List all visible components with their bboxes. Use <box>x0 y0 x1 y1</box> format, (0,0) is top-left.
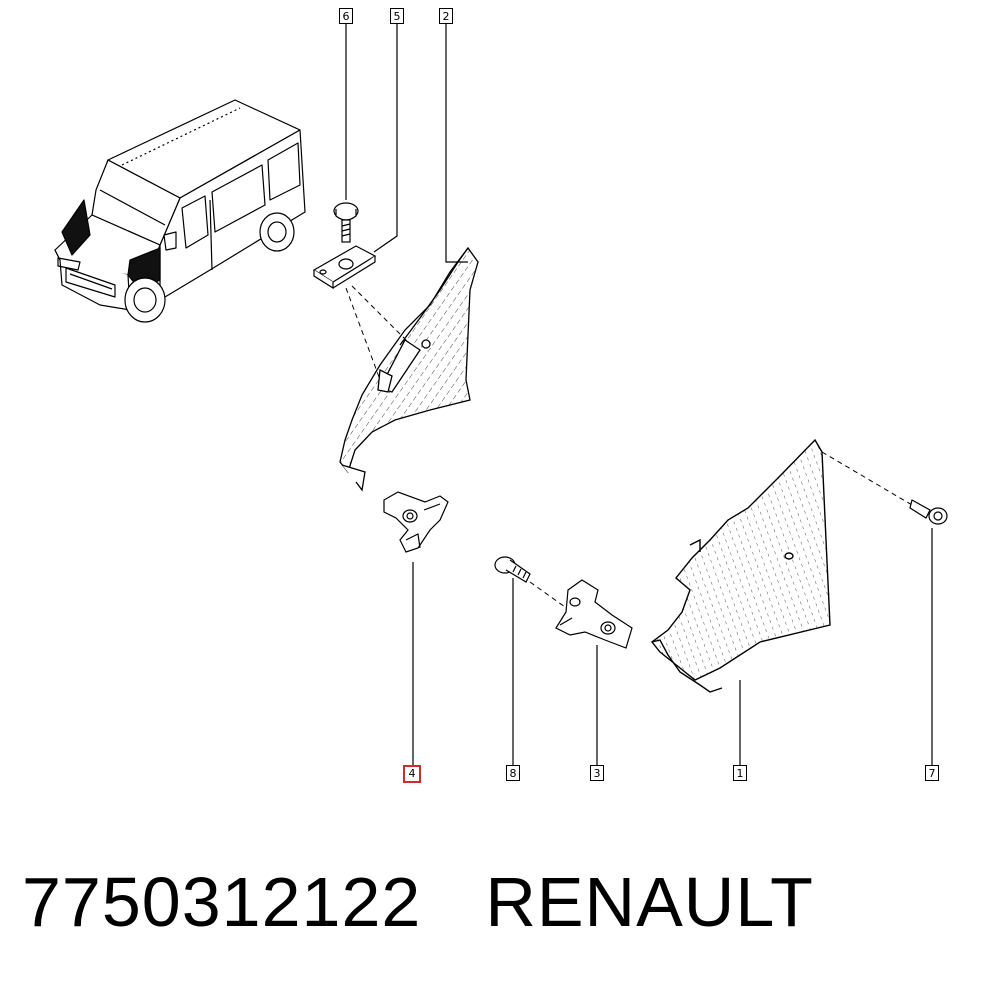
callout-1: 1 <box>733 765 747 781</box>
van-illustration <box>54 99 306 323</box>
part-2-panel <box>339 246 479 492</box>
part-3-bracket <box>555 579 633 649</box>
part-6-bolt <box>333 202 359 243</box>
part-5-clip-nut <box>312 245 377 290</box>
callout-6: 6 <box>339 8 353 24</box>
callout-2: 2 <box>439 8 453 24</box>
part-8-bolt <box>494 556 531 583</box>
callout-4-highlighted: 4 <box>403 765 421 783</box>
callout-8: 8 <box>506 765 520 781</box>
part-number: 7750312122 <box>22 863 422 941</box>
leader-lines <box>345 24 933 765</box>
brand-name: RENAULT <box>485 863 814 941</box>
callout-5: 5 <box>390 8 404 24</box>
part-1-wing <box>651 438 831 693</box>
assembly-line-1-7 <box>821 451 913 506</box>
callout-3: 3 <box>590 765 604 781</box>
assembly-line-8-3 <box>529 581 573 613</box>
callout-7: 7 <box>925 765 939 781</box>
part-4-bracket <box>383 491 449 553</box>
caption: 7750312122 RENAULT <box>22 862 814 942</box>
part-7-screw <box>909 499 948 525</box>
